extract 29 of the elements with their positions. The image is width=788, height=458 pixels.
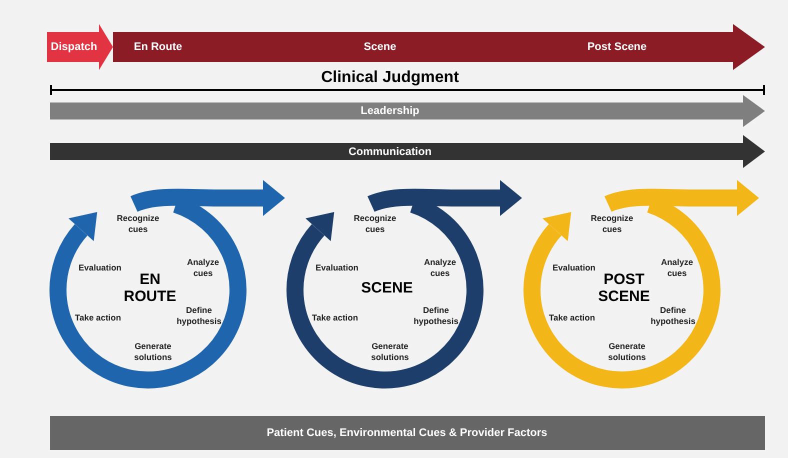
phase-label: EN ROUTE <box>122 270 178 306</box>
step-label: Recognize cues <box>352 212 398 236</box>
band-label: Post Scene <box>587 41 647 53</box>
phase-label: POST SCENE <box>597 270 651 306</box>
step-label: Evaluation <box>552 262 596 274</box>
step-label: Take action <box>310 312 360 324</box>
step-label: Take action <box>74 312 122 324</box>
band-label: Patient Cues, Environmental Cues & Provider Factors <box>266 427 548 439</box>
step-label: Define hypothesis <box>650 304 696 328</box>
band-label: En Route <box>134 41 182 53</box>
phase-label: SCENE <box>360 279 414 297</box>
step-label: Analyze cues <box>660 256 694 280</box>
step-label: Recognize cues <box>590 212 634 236</box>
title: Clinical Judgment <box>320 69 460 87</box>
step-label: Recognize cues <box>116 212 160 236</box>
step-label: Generate solutions <box>607 340 647 364</box>
step-label: Generate solutions <box>370 340 410 364</box>
band-label: Dispatch <box>50 41 98 53</box>
step-label: Define hypothesis <box>412 304 460 328</box>
step-label: Evaluation <box>314 262 360 274</box>
step-label: Generate solutions <box>133 340 173 364</box>
band-label: Scene <box>364 41 396 53</box>
step-label: Analyze cues <box>422 256 458 280</box>
band-label: Communication <box>348 146 432 158</box>
step-label: Take action <box>548 312 596 324</box>
band-label: Leadership <box>360 105 420 117</box>
step-label: Analyze cues <box>186 256 220 280</box>
step-label: Define hypothesis <box>176 304 222 328</box>
step-label: Evaluation <box>78 262 122 274</box>
